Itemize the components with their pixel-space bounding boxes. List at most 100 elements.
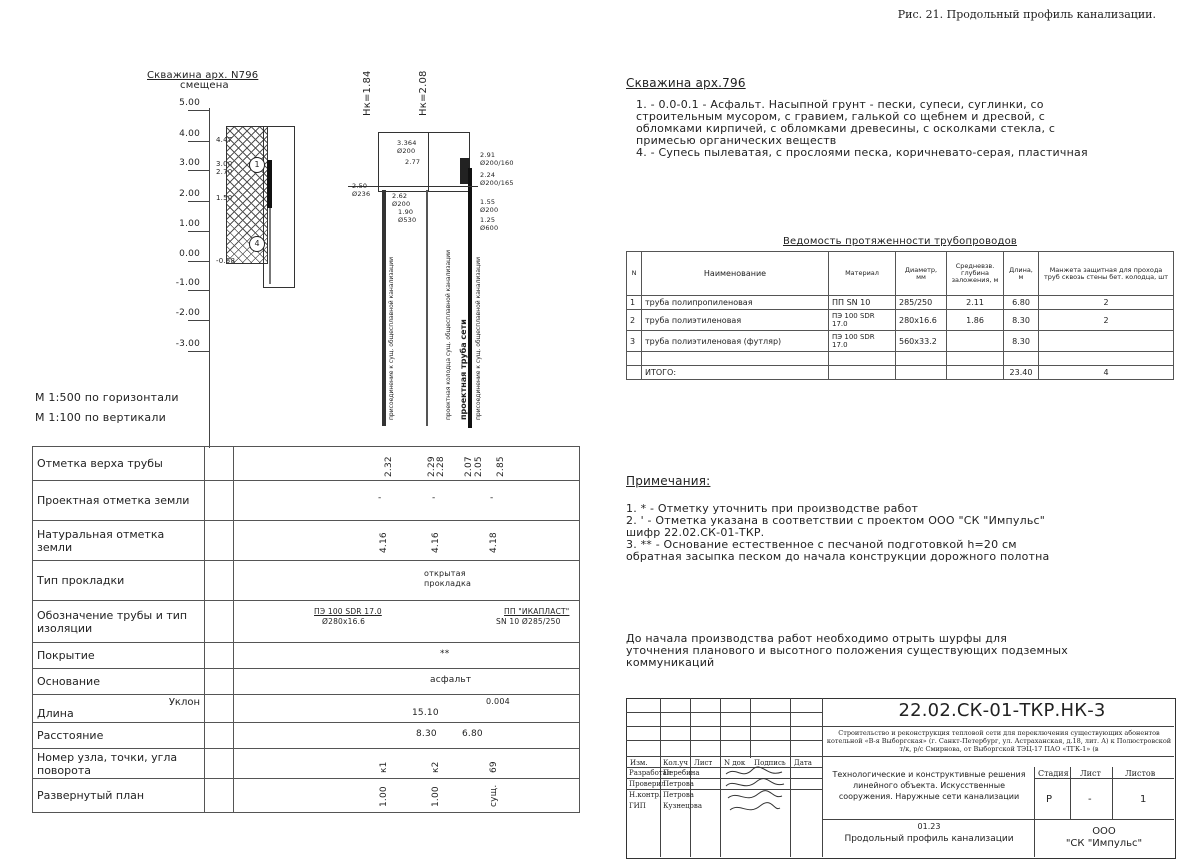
header-cell: Наименование — [641, 251, 829, 296]
cell: 8.30 — [1003, 309, 1039, 331]
cell: 2 — [1038, 295, 1174, 310]
row-values: ПЭ 100 SDR 17.0 Ø280х16.6 ПП "ИКАПЛАСТ" … — [233, 600, 580, 643]
profile-row: Натуральная отметка земли 4.16 4.16 4.18 — [32, 520, 580, 561]
row-values: асфальт — [233, 668, 580, 695]
person: Перебина — [663, 769, 700, 777]
well-label: 2.62 — [392, 192, 408, 200]
nk-left-label: Нк=1.84 — [362, 70, 373, 116]
level-tick — [188, 110, 210, 111]
value: 2.32 — [384, 456, 394, 477]
profile-row: Уклон Длина 15.10 0.004 — [32, 694, 580, 723]
cell: труба полиэтиленовая — [641, 309, 829, 331]
row-values: ** — [233, 642, 580, 669]
value: 2.07 — [464, 456, 474, 477]
profile-row: Покрытие ** — [32, 642, 580, 669]
elevation-axis — [209, 108, 210, 448]
borehole-bar — [267, 160, 272, 208]
layer-number: 4 — [249, 236, 265, 252]
row-values: открытая прокладка — [233, 560, 580, 601]
row-label: Развернутый план — [32, 778, 205, 813]
value: - — [490, 493, 494, 503]
cell — [1038, 330, 1174, 352]
sheets-value: 1 — [1140, 794, 1147, 805]
value: 6.80 — [462, 729, 483, 739]
value: ** — [440, 649, 450, 659]
well-label: Ø600 — [480, 224, 499, 232]
well-label: Ø530 — [398, 216, 417, 224]
value: сущ. — [489, 784, 499, 807]
row-label: Отметка верха трубы — [32, 446, 205, 481]
value: асфальт — [430, 675, 472, 685]
sheets-header: Листов — [1125, 769, 1156, 778]
borehole-section-title: Скважина арх.796 — [626, 76, 746, 90]
row-values: 4.16 4.16 4.18 — [233, 520, 580, 561]
vertical-annotation: проектная труба сети — [459, 319, 468, 420]
row-values: 8.30 6.80 — [233, 722, 580, 749]
revision-header: Дата — [794, 759, 812, 767]
cell: 560х33.2 — [895, 330, 947, 352]
level-tick — [188, 201, 210, 202]
borehole-title: Скважина арх. N796 — [147, 70, 259, 81]
role: Проверил — [629, 780, 666, 788]
well-line — [382, 190, 386, 426]
well-label: Ø200/165 — [480, 179, 514, 187]
figure-caption: Рис. 21. Продольный профиль канализации. — [897, 8, 1156, 21]
level-label: -3.00 — [175, 339, 200, 349]
profile-row: Расстояние 8.30 6.80 — [32, 722, 580, 749]
cell: труба полипропиленовая — [641, 295, 829, 310]
well-label: Ø200/160 — [480, 159, 514, 167]
cell: ПЭ 100 SDR 17.0 — [828, 309, 896, 331]
level-tick — [188, 351, 210, 352]
person: Кузнецова — [663, 802, 702, 810]
cell: 2 — [1038, 309, 1174, 331]
project-description: Строительство и реконструкция тепловой с… — [826, 729, 1172, 753]
cell: 23.40 — [1003, 365, 1039, 380]
side-mark: -0.58 — [216, 255, 235, 267]
profile-row: Обозначение трубы и тип изоляции ПЭ 100 … — [32, 600, 580, 643]
value: 4.16 — [379, 532, 389, 553]
document-code: 22.02.СК-01-ТКР.НК-3 — [898, 700, 1106, 721]
row-label: Номер узла, точки, угла поворота — [32, 748, 205, 779]
value: SN 10 Ø285/250 — [496, 617, 561, 626]
cell: ПЭ 100 SDR 17.0 — [828, 330, 896, 352]
profile-row: Номер узла, точки, угла поворота к1 к2 6… — [32, 748, 580, 779]
well-label: 2.77 — [405, 158, 421, 166]
sheet-title: Продольный профиль канализации — [844, 834, 1014, 844]
well-label: Ø200 — [392, 200, 411, 208]
side-mark: 4.47 — [216, 136, 233, 144]
length-label: Длина — [37, 707, 74, 720]
pipe-row: 2 труба полиэтиленовая ПЭ 100 SDR 17.0 2… — [626, 309, 1174, 331]
signatures — [725, 766, 785, 811]
value: ПП "ИКАПЛАСТ" — [504, 607, 570, 616]
well-label: 1.25 — [480, 216, 496, 224]
cell: 8.30 — [1003, 330, 1039, 352]
nk-right-label: Нк=2.08 — [418, 70, 429, 116]
level-tick — [188, 261, 210, 262]
pipe-vertical — [468, 168, 472, 428]
value: открытая прокладка — [424, 569, 472, 588]
header-cell: Манжета защитная для прохода труб сквозь… — [1038, 251, 1174, 296]
scale-vertical: М 1:100 по вертикали — [35, 411, 166, 424]
well-label: Ø200 — [480, 206, 499, 214]
level-label: -2.00 — [175, 308, 200, 318]
pipe-line — [348, 186, 478, 187]
value: 2.28 — [436, 456, 446, 477]
value: - — [378, 493, 382, 503]
value: 8.30 — [416, 729, 437, 739]
level-tick — [188, 231, 210, 232]
section-text: Технологические и конструктивные решения… — [832, 770, 1026, 801]
row-label: Тип прокладки — [32, 560, 205, 601]
well-label: 2.91 — [480, 151, 496, 159]
revision-header: Изм. — [630, 759, 648, 767]
role: Н.контр. — [629, 791, 662, 799]
value: Ø280х16.6 — [322, 617, 366, 626]
slope-label: Уклон — [168, 697, 200, 708]
cell: 1.86 — [946, 309, 1004, 331]
well-label: 2.24 — [480, 171, 496, 179]
vertical-annotation: присоединение к сущ. общесплавной канали… — [475, 257, 482, 420]
profile-table: Отметка верха трубы 2.32 2.29 2.28 2.07 … — [32, 446, 580, 813]
row-label: Уклон Длина — [32, 694, 205, 723]
value: 2.05 — [474, 456, 484, 477]
well-label: Ø200 — [397, 147, 416, 155]
value: - — [432, 493, 436, 503]
